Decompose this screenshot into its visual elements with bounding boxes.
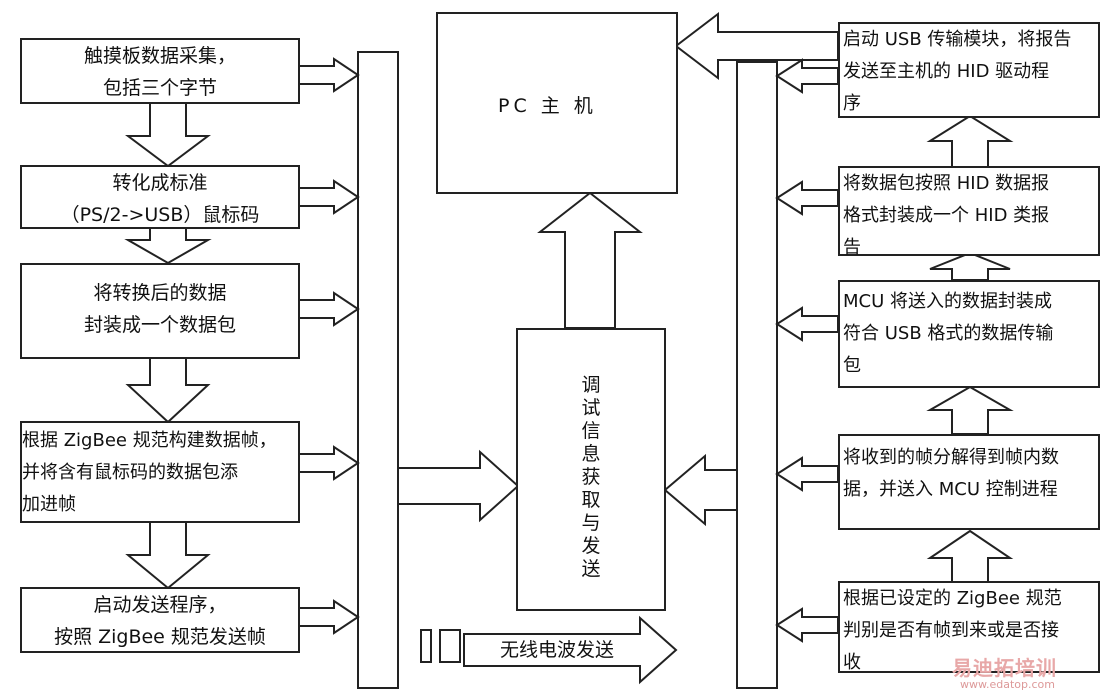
arrow-report-to-pc (674, 11, 839, 81)
left-arrow-r2 (775, 180, 839, 216)
step-detect-frame: 根据已设定的 ZigBee 规范 判别是否有帧到来或是否接 收 (838, 581, 1100, 673)
step-pack-data-text: 将转换后的数据 封装成一个数据包 (83, 282, 236, 336)
step-hid-report: 将数据包按照 HID 数据报 格式封装成一个 HID 类报 告 (838, 166, 1100, 258)
right-arrow-l4 (297, 445, 360, 481)
step-start-usb-transfer: 启动 USB 传输模块，将报告 发送至主机的 HID 驱动程 序 (838, 22, 1100, 118)
left-arrow-r4 (775, 456, 839, 492)
step-detect-frame-text: 根据已设定的 ZigBee 规范 判别是否有帧到来或是否接 收 (843, 588, 1062, 673)
left-arrow-r5 (775, 607, 839, 643)
debug-info-box: 调 试 信 息 获 取 与 发 送 (516, 328, 666, 611)
watermark-url: www.edatop.com (960, 678, 1055, 691)
step-start-usb-transfer-text: 启动 USB 传输模块，将报告 发送至主机的 HID 驱动程 序 (843, 29, 1072, 114)
step-build-zigbee-frame: 根据 ZigBee 规范构建数据帧， 并将含有鼠标码的数据包添 加进帧 (20, 421, 300, 523)
step-decode-frame: 将收到的帧分解得到帧内数 据，并送入 MCU 控制进程 (838, 434, 1100, 530)
wireless-bar-1 (420, 629, 432, 663)
wireless-label: 无线电波发送 (500, 639, 615, 661)
arrow-debug-to-pc (537, 191, 643, 329)
arrow-bus-to-debug-right (663, 453, 738, 527)
wireless-bar-2 (439, 629, 461, 663)
down-arrow-4 (125, 520, 211, 590)
left-bus-bar (357, 51, 399, 689)
down-arrow-2 (124, 226, 212, 265)
up-arrow-1 (926, 114, 1014, 169)
step-usb-packet: MCU 将送入的数据封装成 符合 USB 格式的数据传输 包 (838, 280, 1100, 388)
pc-host-label: PC 主 机 (498, 95, 597, 117)
right-arrow-l5 (297, 599, 360, 635)
arrow-bus-to-debug (397, 449, 520, 523)
step-send-frame: 启动发送程序， 按照 ZigBee 规范发送帧 (20, 587, 300, 653)
right-arrow-l2 (297, 179, 360, 215)
step-hid-report-text: 将数据包按照 HID 数据报 格式封装成一个 HID 类报 告 (843, 173, 1050, 258)
step-touchpad-acquire-text: 触摸板数据采集， 包括三个字节 (83, 45, 236, 99)
step-convert-mouse-code-text: 转化成标准 （PS/2->USB）鼠标码 (60, 172, 260, 226)
up-arrow-3 (926, 385, 1014, 435)
step-decode-frame-text: 将收到的帧分解得到帧内数 据，并送入 MCU 控制进程 (843, 447, 1059, 500)
watermark-brand: 易迪拓培训 (952, 656, 1057, 680)
left-arrow-r3 (775, 306, 839, 342)
up-arrow-4 (926, 529, 1014, 583)
step-usb-packet-text: MCU 将送入的数据封装成 符合 USB 格式的数据传输 包 (843, 291, 1054, 376)
step-touchpad-acquire: 触摸板数据采集， 包括三个字节 (20, 38, 300, 104)
step-build-zigbee-frame-text: 根据 ZigBee 规范构建数据帧， 并将含有鼠标码的数据包添 加进帧 (22, 430, 277, 515)
step-convert-mouse-code: 转化成标准 （PS/2->USB）鼠标码 (20, 165, 300, 229)
down-arrow-3 (125, 356, 211, 424)
step-pack-data: 将转换后的数据 封装成一个数据包 (20, 263, 300, 359)
left-arrow-r1 (775, 58, 839, 94)
pc-host-box: PC 主 机 (436, 12, 678, 194)
down-arrow-1 (125, 102, 211, 168)
wireless-arrow (463, 615, 678, 685)
up-arrow-2 (929, 251, 1011, 281)
right-arrow-l1 (297, 57, 360, 93)
right-arrow-l3 (297, 291, 360, 327)
right-bus-bar (736, 61, 778, 689)
step-send-frame-text: 启动发送程序， 按照 ZigBee 规范发送帧 (54, 594, 266, 648)
debug-info-label: 调 试 信 息 获 取 与 发 送 (581, 374, 601, 580)
